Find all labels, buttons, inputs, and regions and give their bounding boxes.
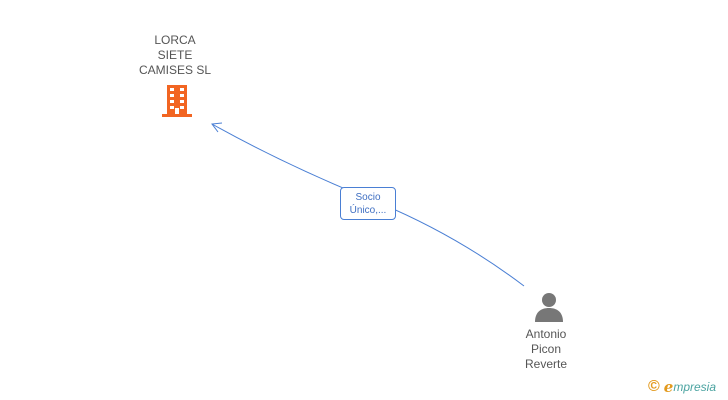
- brand-mark: e: [663, 378, 674, 396]
- person-name-line: Antonio: [525, 327, 567, 341]
- company-name-line: SIETE: [157, 48, 193, 62]
- company-name-line: LORCA: [154, 33, 196, 47]
- brand-logo: ©empresia: [648, 378, 716, 398]
- copyright-icon: ©: [648, 378, 660, 395]
- edge-role-label[interactable]: Socio Único,...: [340, 187, 396, 220]
- brand-name: mpresia: [673, 380, 717, 394]
- person-name-label[interactable]: Antonio Picon Reverte: [506, 327, 586, 372]
- person-name-line: Picon: [530, 342, 562, 356]
- edge-arrowhead: [211, 122, 223, 133]
- person-icon[interactable]: [533, 291, 565, 323]
- building-icon[interactable]: [160, 84, 194, 118]
- person-name-line: Reverte: [524, 357, 568, 371]
- company-name-label[interactable]: LORCA SIETE CAMISES SL: [125, 33, 225, 78]
- edge-role-line: Socio: [355, 192, 381, 203]
- company-name-line: CAMISES SL: [138, 63, 212, 77]
- edge-role-line: Único,...: [349, 205, 387, 216]
